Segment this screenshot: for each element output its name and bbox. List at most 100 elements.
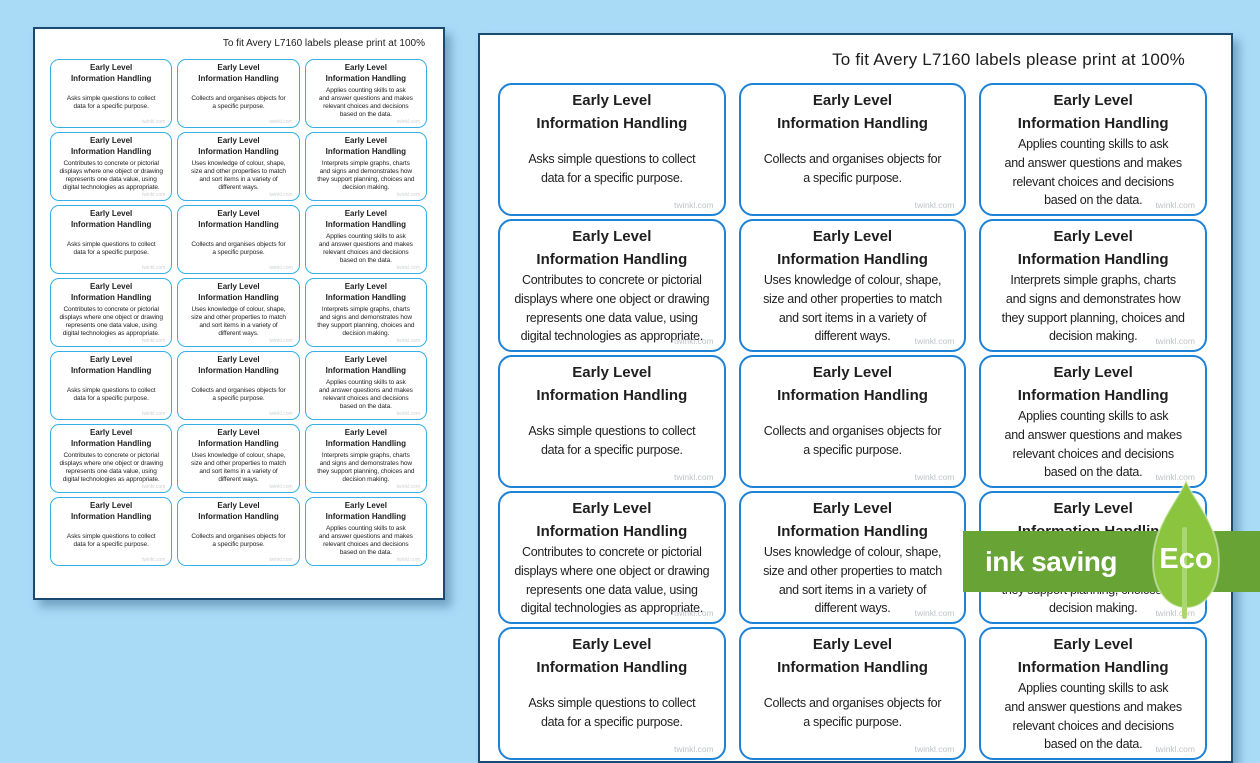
label-title-line2: Information Handling xyxy=(325,438,407,448)
label-body-wrap: Applies counting skills to ask and answe… xyxy=(308,377,424,413)
print-instruction-note: To fit Avery L7160 labels please print a… xyxy=(222,38,425,49)
label-title-line2: Information Handling xyxy=(325,292,407,302)
label-title-line2: Information Handling xyxy=(198,219,279,229)
label-title-line1: Early Level xyxy=(812,364,893,381)
label-body: Collects and organises objects for a spe… xyxy=(763,423,942,457)
label-body-wrap: Uses knowledge of colour, shape, size an… xyxy=(180,158,296,194)
label-body-wrap: Interprets simple graphs, charts and sig… xyxy=(308,304,424,340)
label-body-wrap: Collects and organises objects for a spe… xyxy=(180,523,296,559)
eco-label: Eco xyxy=(1159,543,1213,575)
label-body-wrap: Collects and organises objects for a spe… xyxy=(744,407,962,474)
label-title-line1: Early Level xyxy=(90,209,133,218)
label-title-line1: Early Level xyxy=(90,282,133,291)
label-title-line2: Information Handling xyxy=(536,114,688,132)
label-body-wrap: Collects and organises objects for a spe… xyxy=(744,679,962,746)
label-title-line1: Early Level xyxy=(217,136,260,145)
label-title-line2: Information Handling xyxy=(198,438,279,448)
label-title-line2: Information Handling xyxy=(325,146,407,156)
twinkl-watermark: twinkl.com xyxy=(396,338,420,344)
label-body-wrap: Interprets simple graphs, charts and sig… xyxy=(984,271,1202,346)
label-body-wrap: Collects and organises objects for a spe… xyxy=(180,377,296,413)
label-body: Uses knowledge of colour, shape, size an… xyxy=(191,159,286,191)
page-preview-zoomed: To fit Avery L7160 labels please print a… xyxy=(478,33,1233,763)
label-title-line2: Information Handling xyxy=(777,522,928,540)
label-title-line1: Early Level xyxy=(90,63,133,72)
label-body-wrap: Applies counting skills to ask and answe… xyxy=(984,135,1202,210)
label-body-wrap: Applies counting skills to ask and answe… xyxy=(984,407,1202,482)
label-body-wrap: Applies counting skills to ask and answe… xyxy=(308,523,424,559)
label-title-line2: Information Handling xyxy=(198,73,279,83)
label-title-line2: Information Handling xyxy=(777,250,928,268)
label-title-line2: Information Handling xyxy=(198,146,279,156)
twinkl-watermark: twinkl.com xyxy=(396,411,420,417)
label-body-wrap: Applies counting skills to ask and answe… xyxy=(984,679,1202,754)
label-body: Applies counting skills to ask and answe… xyxy=(318,86,413,118)
page-thumbnail-full: To fit Avery L7160 labels please print a… xyxy=(33,27,445,600)
label-body: Interprets simple graphs, charts and sig… xyxy=(1001,273,1185,344)
label-title-line1: Early Level xyxy=(344,209,387,218)
twinkl-watermark: twinkl.com xyxy=(141,557,166,563)
label-body-wrap: Uses knowledge of colour, shape, size an… xyxy=(744,271,962,346)
twinkl-watermark: twinkl.com xyxy=(396,484,420,490)
label-title-line1: Early Level xyxy=(812,228,893,245)
label-title-line2: Information Handling xyxy=(325,73,407,83)
label-body: Contributes to concrete or pictorial dis… xyxy=(59,451,163,483)
label-title-line1: Early Level xyxy=(812,636,893,653)
label-body: Applies counting skills to ask and answe… xyxy=(1004,681,1183,752)
label-body-wrap: Interprets simple graphs, charts and sig… xyxy=(308,450,424,486)
twinkl-watermark: twinkl.com xyxy=(269,265,293,271)
label-body-wrap: Asks simple questions to collect data fo… xyxy=(53,231,169,267)
label-title-line1: Early Level xyxy=(217,282,260,291)
twinkl-watermark: twinkl.com xyxy=(914,744,955,754)
label-title-line1: Early Level xyxy=(90,501,133,510)
label-title-line2: Information Handling xyxy=(325,511,407,521)
label-title-line2: Information Handling xyxy=(198,365,279,375)
print-instruction-note: To fit Avery L7160 labels please print a… xyxy=(832,50,1185,69)
label-title-line1: Early Level xyxy=(1053,364,1133,381)
twinkl-watermark: twinkl.com xyxy=(673,336,714,346)
label-body: Collects and organises objects for a spe… xyxy=(191,240,286,256)
label-title-line2: Information Handling xyxy=(777,114,928,132)
label-title-line1: Early Level xyxy=(90,136,133,145)
twinkl-watermark: twinkl.com xyxy=(396,119,420,125)
label-body: Interprets simple graphs, charts and sig… xyxy=(317,159,415,191)
twinkl-watermark: twinkl.com xyxy=(269,557,293,563)
label-body-wrap: Contributes to concrete or pictorial dis… xyxy=(53,158,169,194)
label-body: Collects and organises objects for a spe… xyxy=(191,94,286,110)
label-body: Contributes to concrete or pictorial dis… xyxy=(59,305,163,337)
twinkl-watermark: twinkl.com xyxy=(141,484,166,490)
label-body-wrap: Asks simple questions to collect data fo… xyxy=(53,85,169,121)
twinkl-watermark: twinkl.com xyxy=(673,744,714,754)
label-title-line1: Early Level xyxy=(572,92,652,109)
label-body-wrap: Applies counting skills to ask and answe… xyxy=(308,85,424,121)
label-title-line1: Early Level xyxy=(1053,228,1133,245)
twinkl-watermark: twinkl.com xyxy=(269,119,293,125)
twinkl-watermark: twinkl.com xyxy=(914,200,955,210)
twinkl-watermark: twinkl.com xyxy=(1155,744,1195,754)
label-title-line1: Early Level xyxy=(344,501,387,510)
label-title-line1: Early Level xyxy=(812,92,893,109)
label-body: Uses knowledge of colour, shape, size an… xyxy=(191,305,286,337)
twinkl-watermark: twinkl.com xyxy=(914,608,955,618)
label-body-wrap: Contributes to concrete or pictorial dis… xyxy=(53,450,169,486)
label-title-line2: Information Handling xyxy=(70,292,152,302)
label-title-line1: Early Level xyxy=(344,136,387,145)
